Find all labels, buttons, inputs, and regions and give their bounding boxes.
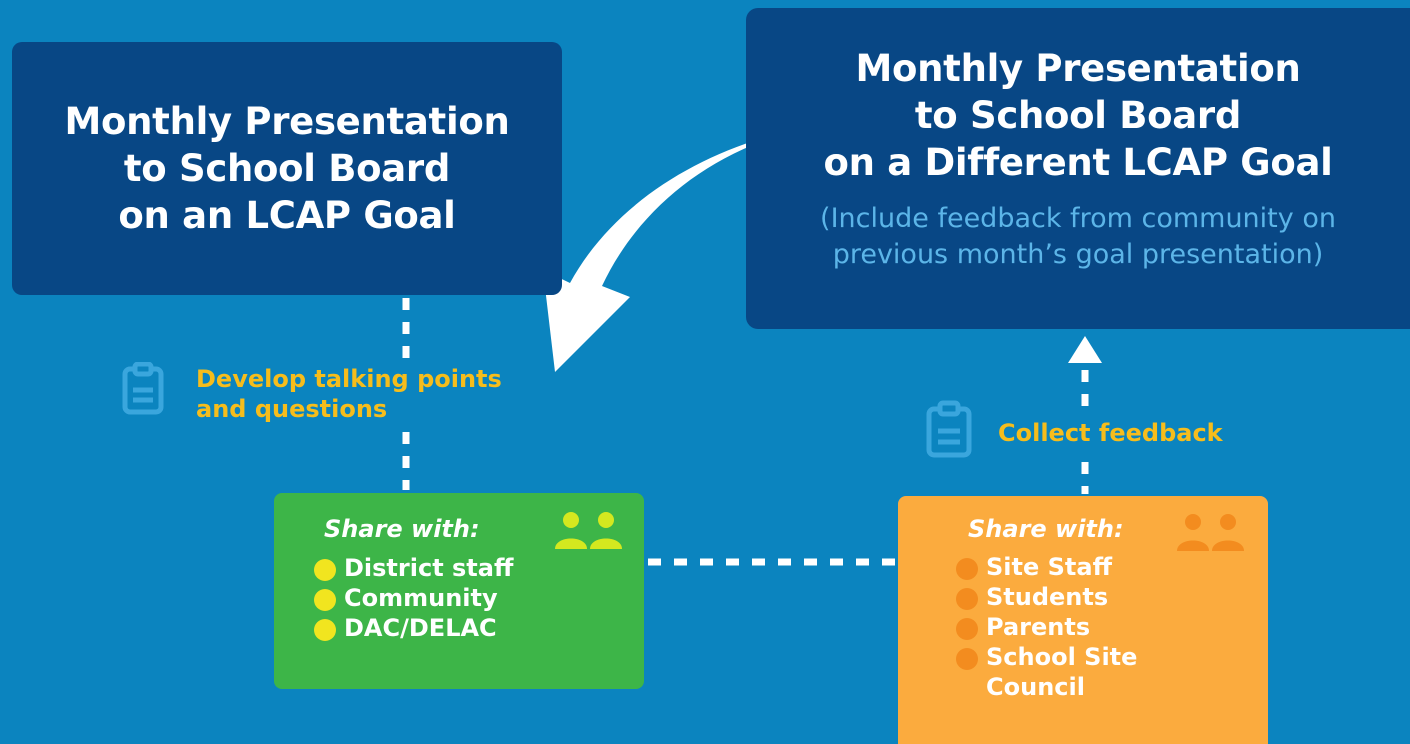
right-subtitle-line-2: previous month’s goal presentation) — [832, 239, 1324, 270]
list-item-label: Community — [344, 584, 498, 612]
green-card-list: District staff Community DAC/DELAC — [314, 553, 513, 643]
bullet-dot — [956, 618, 978, 640]
clipboard-icon — [122, 362, 164, 415]
people-icon — [1177, 514, 1244, 551]
left-title-line-2: to School Board — [123, 147, 451, 190]
develop-line-1: Develop talking points — [196, 365, 502, 393]
orange-card-heading: Share with: — [968, 515, 1124, 543]
curved-arrow-icon — [543, 122, 835, 372]
list-item-label: DAC/DELAC — [344, 614, 497, 642]
people-icon — [555, 512, 622, 549]
list-item-label: District staff — [344, 554, 514, 582]
list-item-label: Parents — [986, 613, 1091, 641]
clipboard-icon — [926, 400, 972, 458]
right-title-line-1: Monthly Presentation — [855, 47, 1301, 90]
collect-feedback-label: Collect feedback — [998, 419, 1223, 447]
left-goal-box: Monthly Presentation to School Board on … — [12, 42, 562, 295]
left-goal-title: Monthly Presentation to School Board on … — [65, 98, 510, 239]
right-goal-subtitle: (Include feedback from community on prev… — [746, 201, 1410, 273]
right-title-line-3: on a Different LCAP Goal — [823, 141, 1333, 184]
right-goal-title: Monthly Presentation to School Board on … — [746, 45, 1410, 186]
left-title-line-3: on an LCAP Goal — [118, 194, 456, 237]
orange-share-card: Share with: Site Staff Students Parents … — [898, 496, 1268, 744]
right-subtitle-line-1: (Include feedback from community on — [820, 203, 1336, 234]
bullet-dot — [314, 559, 336, 581]
bullet-dot — [314, 619, 336, 641]
list-item: DAC/DELAC — [314, 613, 513, 643]
list-item-label-continued: Council — [986, 673, 1085, 701]
bullet-dot — [956, 558, 978, 580]
list-item-label: Students — [986, 583, 1109, 611]
develop-step-label: Develop talking points and questions — [196, 364, 502, 424]
right-goal-box: Monthly Presentation to School Board on … — [746, 8, 1410, 329]
bullet-dot — [956, 588, 978, 610]
green-card-heading: Share with: — [324, 515, 480, 543]
list-item: Students — [956, 582, 1137, 612]
green-share-card: Share with: District staff Community DAC… — [274, 493, 644, 689]
right-title-line-2: to School Board — [914, 94, 1242, 137]
bullet-dot — [956, 648, 978, 670]
develop-line-2: and questions — [196, 395, 388, 423]
list-item: Site Staff — [956, 552, 1137, 582]
up-arrow-icon — [1068, 336, 1102, 363]
list-item: District staff — [314, 553, 513, 583]
bullet-dot — [314, 589, 336, 611]
list-item: Parents — [956, 612, 1137, 642]
left-title-line-1: Monthly Presentation — [64, 100, 510, 143]
list-item-label: School Site — [986, 643, 1138, 671]
list-item: Community — [314, 583, 513, 613]
list-item-label: Site Staff — [986, 553, 1113, 581]
